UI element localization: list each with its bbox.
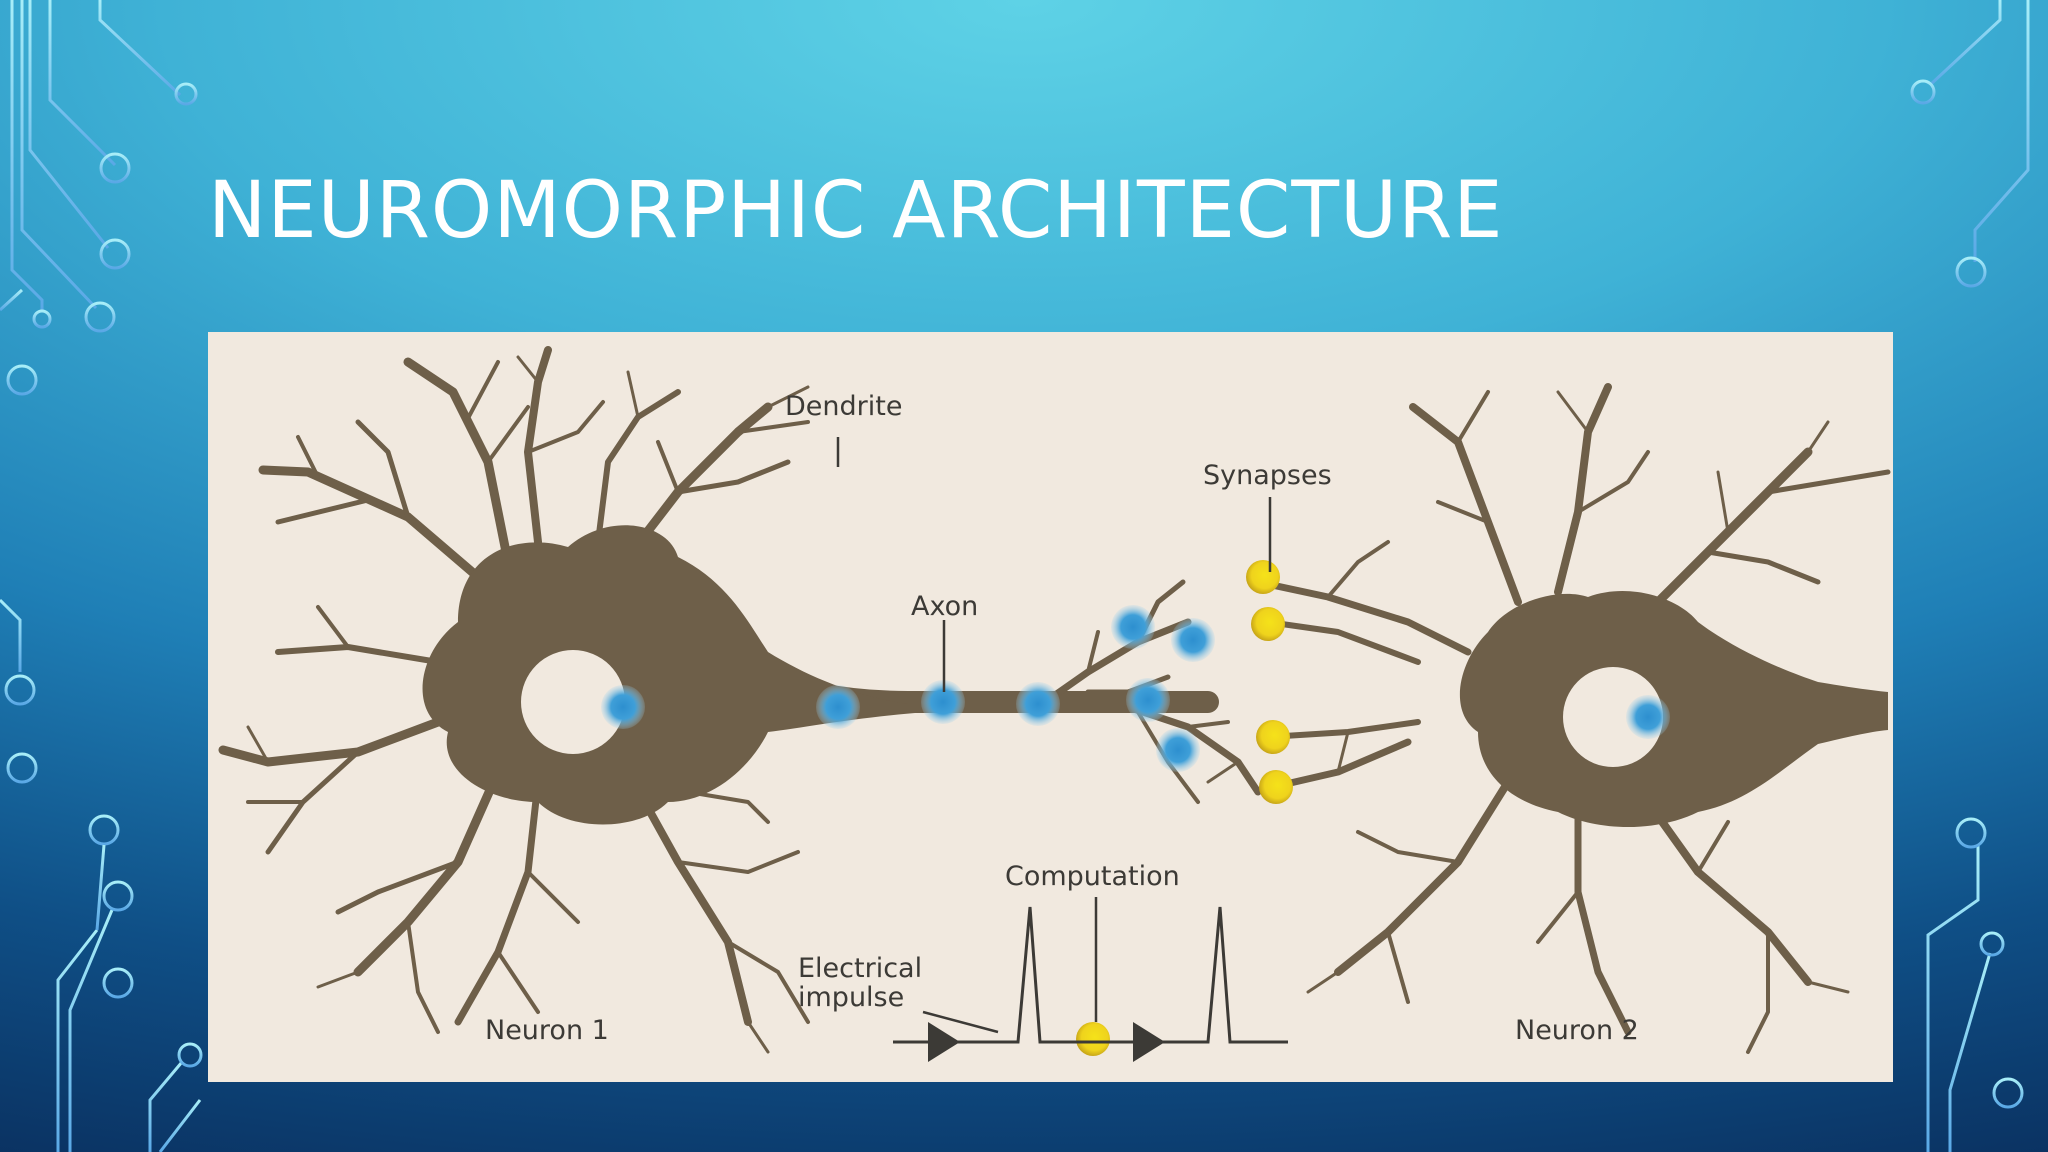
label-neuron-2: Neuron 2 — [1515, 1015, 1639, 1046]
label-neuron-1: Neuron 1 — [485, 1015, 609, 1046]
neuron-2-soma — [1459, 591, 1888, 827]
label-electrical-impulse-line2: impulse — [798, 982, 904, 1013]
neuron-1-nucleus — [601, 685, 645, 729]
neuron-2 — [1254, 383, 1891, 1054]
synapse-dots — [1076, 560, 1293, 1056]
label-axon: Axon — [911, 591, 978, 622]
label-dendrite: Dendrite — [785, 391, 902, 422]
neuron-2-nucleus — [1626, 695, 1670, 739]
neuron-1-soma — [422, 525, 928, 825]
label-synapses: Synapses — [1203, 460, 1332, 491]
label-electrical-impulse-line1: Electrical — [798, 953, 922, 984]
impulse-waveform — [893, 906, 1288, 1044]
label-computation: Computation — [1005, 861, 1180, 892]
neuron-diagram: Dendrite Synapses Axon Computation Elect… — [208, 332, 1893, 1082]
slide-title: NEUROMORPHIC ARCHITECTURE — [208, 166, 1504, 256]
signal-dots — [816, 605, 1215, 772]
